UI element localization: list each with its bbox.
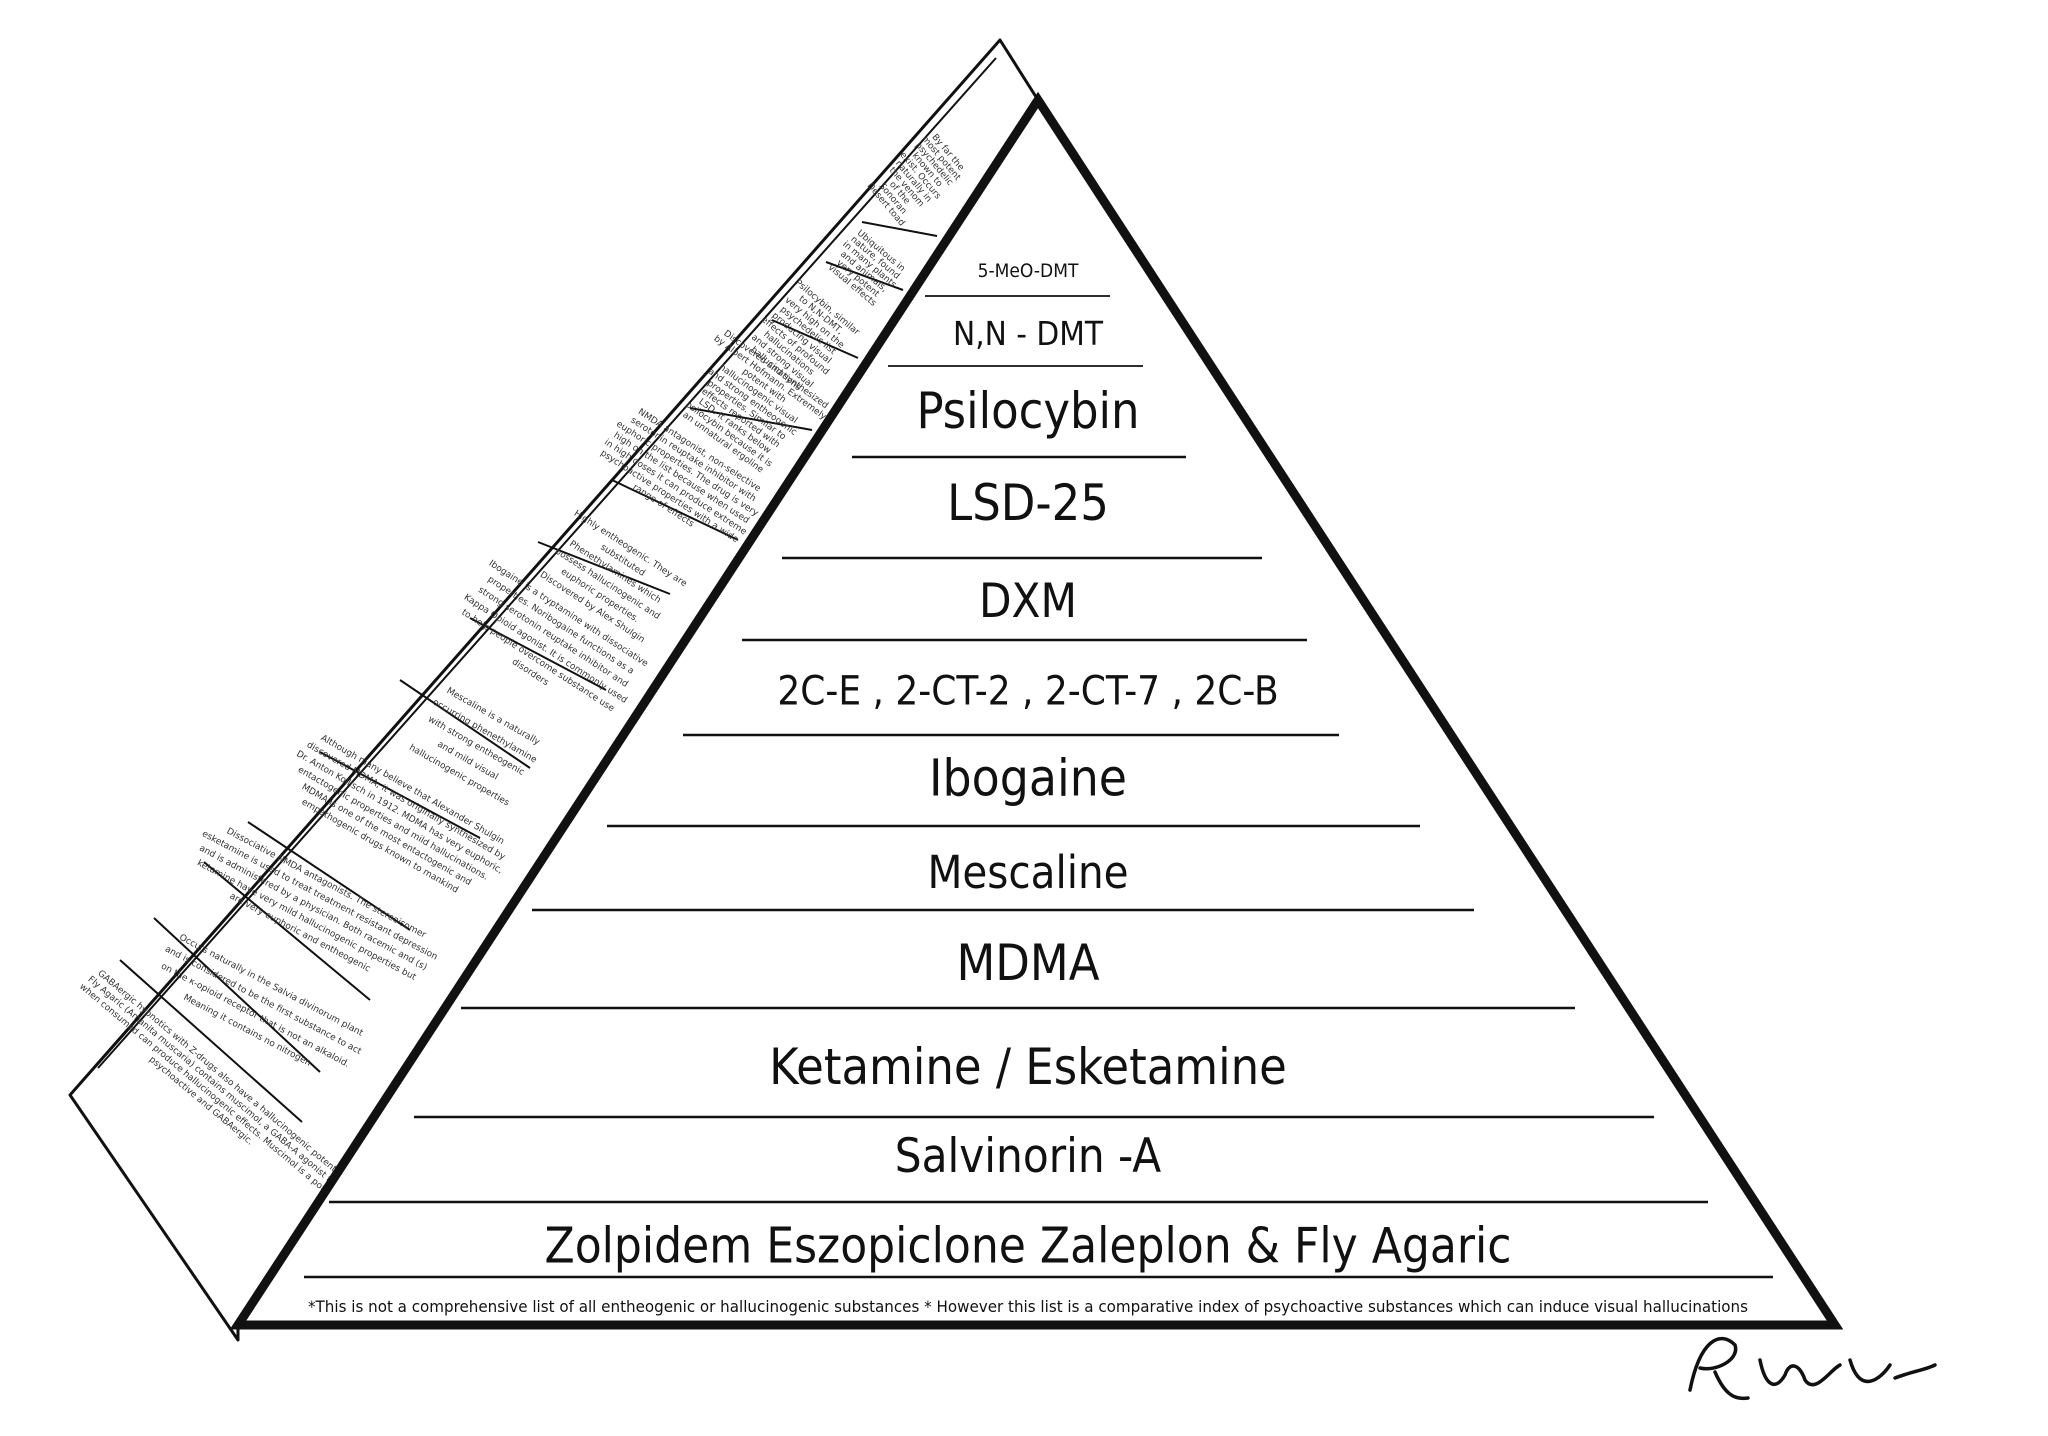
side-band-divider — [611, 479, 739, 541]
tier-label: Psilocybin — [916, 382, 1139, 440]
tier-label: Ketamine / Esketamine — [769, 1038, 1287, 1096]
signature-scribble — [1688, 1336, 1937, 1401]
side-band-divider — [861, 221, 938, 237]
tier-label: 5-MeO-DMT — [978, 260, 1079, 282]
footnote: *This is not a comprehensive list of all… — [308, 1297, 1748, 1316]
side-band-divider — [319, 751, 481, 839]
tier-label: Salvinorin -A — [895, 1129, 1162, 1184]
tier-label: Mescaline — [927, 846, 1128, 899]
signature-text: RaphaelSeno — [1807, 1374, 1814, 1376]
side-band-divider — [537, 541, 671, 595]
side-inner-edge — [97, 57, 997, 1069]
pyramid-side-face: Occurs naturally in the Salvia divinorum… — [68, 38, 1040, 1342]
pyramid-side-outline — [68, 38, 1040, 1342]
side-band-divider — [399, 679, 531, 769]
tier-label: MDMA — [956, 934, 1099, 992]
side-band-divider — [689, 407, 813, 431]
side-band-divider — [469, 617, 607, 691]
side-band-divider — [247, 821, 411, 931]
tier-label: Ibogaine — [929, 749, 1127, 808]
tier-label: DXM — [979, 574, 1077, 629]
tier-label: Zolpidem Eszopiclone Zaleplon & Fly Agar… — [545, 1218, 1512, 1275]
side-band-divider — [119, 959, 303, 1123]
pyramid-front-outline — [229, 91, 1844, 1330]
side-band-divider — [771, 319, 859, 359]
tier-label: N,N - DMT — [953, 314, 1104, 353]
side-band-divider — [153, 917, 321, 1073]
tier-label: LSD-25 — [947, 474, 1109, 532]
side-band-divider — [825, 261, 904, 291]
artist-signature: RaphaelSeno — [1688, 1336, 1937, 1401]
side-band-divider — [203, 861, 371, 1001]
tier-label: 2C-E , 2-CT-2 , 2-CT-7 , 2C-B — [777, 668, 1278, 714]
